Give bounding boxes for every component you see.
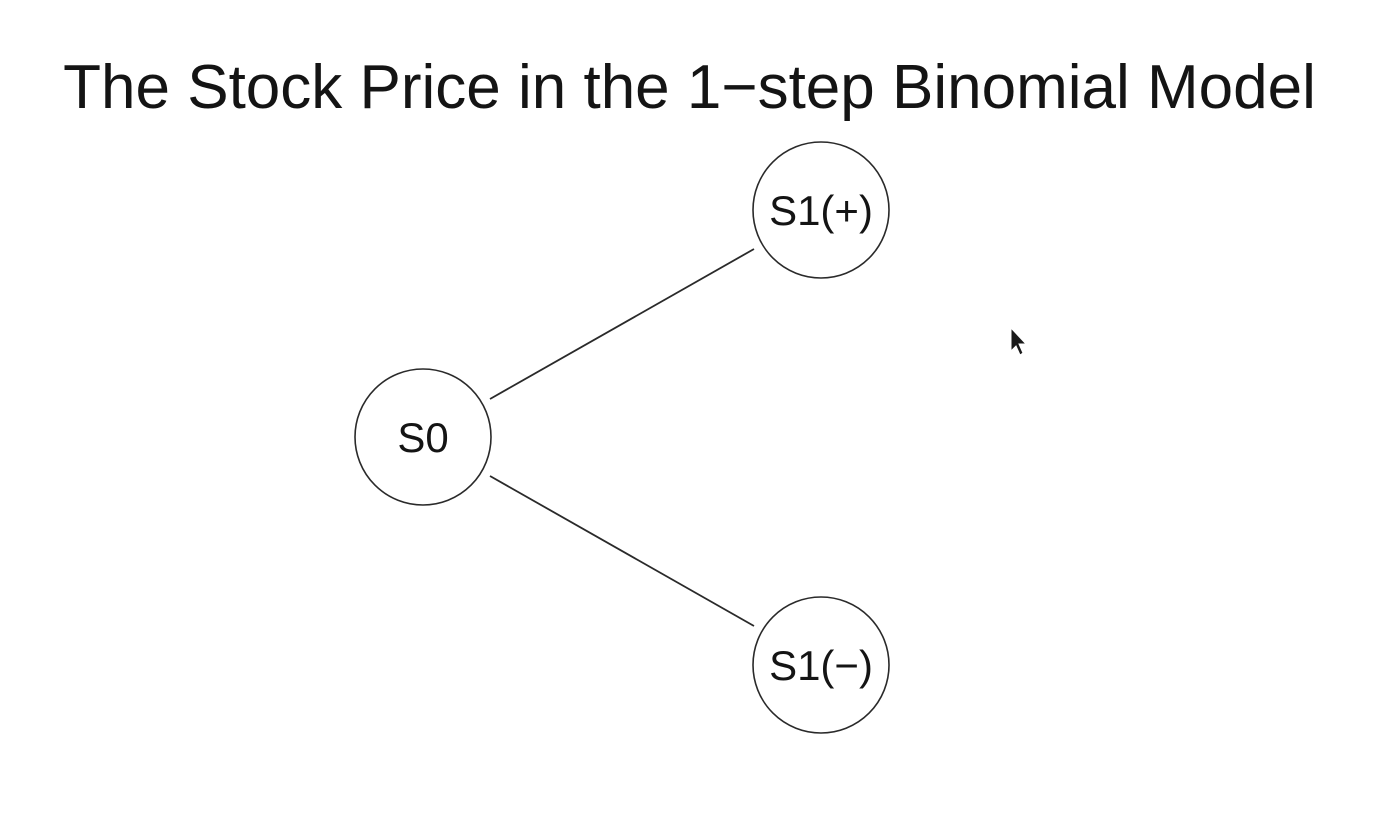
node-s0: S0 bbox=[354, 368, 492, 506]
node-s1-down: S1(−) bbox=[752, 596, 890, 734]
node-s1-up-label: S1(+) bbox=[769, 187, 873, 234]
edge-s0-to-s1-up bbox=[489, 248, 755, 400]
node-s1-up-circle bbox=[752, 141, 890, 279]
diagram-title: The Stock Price in the 1−step Binomial M… bbox=[63, 53, 1316, 122]
node-s1-up: S1(+) bbox=[752, 141, 890, 279]
edge-s0-to-s1-down bbox=[489, 475, 755, 627]
node-s1-down-circle bbox=[752, 596, 890, 734]
node-s0-label: S0 bbox=[397, 414, 448, 461]
node-s1-down-label: S1(−) bbox=[769, 642, 873, 689]
mouse-cursor-icon bbox=[1010, 326, 1028, 356]
node-s0-circle bbox=[354, 368, 492, 506]
